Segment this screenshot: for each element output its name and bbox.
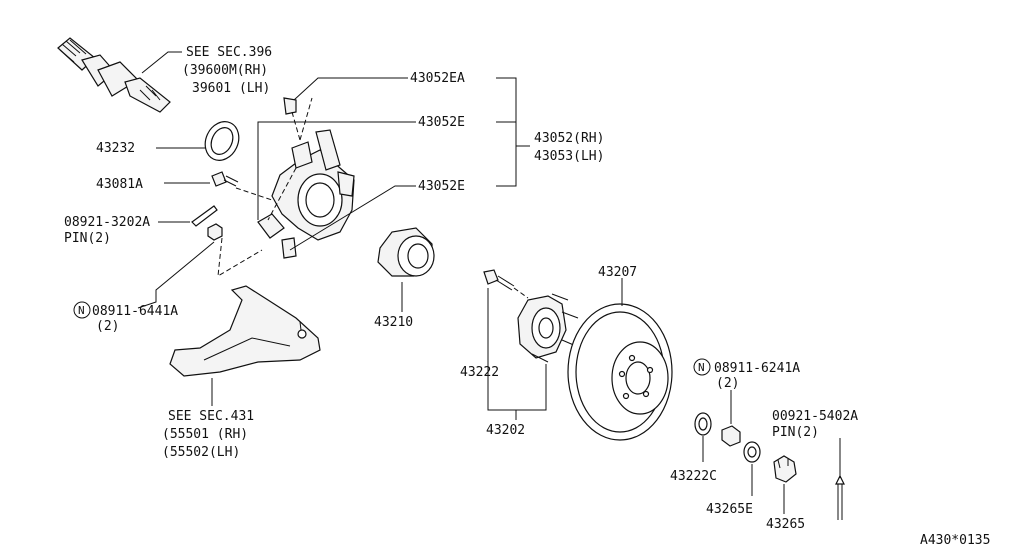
leader-43052ea [293,77,408,101]
castle-nut-43265 [773,455,797,483]
label-08921-3202a: 08921-3202A [64,215,150,230]
label-43052e-lower: 43052E [418,179,465,194]
disc-rotor-43207 [567,303,673,441]
leader-6441a [137,241,215,309]
label-08911-6241a: 08911-6241A [714,361,800,376]
label-43202: 43202 [486,423,525,438]
leader-396 [141,51,182,74]
label-39600m: (39600M(RH) [182,63,268,78]
hub-bolt-43222 [483,269,515,291]
label-43222c: 43222C [670,469,717,484]
bush-dash [299,97,313,141]
label-43052e-upper: 43052E [418,115,465,130]
label-43265: 43265 [766,517,805,532]
label-39601: 39601 (LH) [192,81,270,96]
n-circle-right [693,358,711,376]
label-43232: 43232 [96,141,135,156]
n-circle-left [73,301,91,319]
label-55501: (55501 (RH) [162,427,248,442]
nut-08911-6441a [207,223,223,241]
bolt-43081a [211,171,239,187]
label-43052-rh: 43052(RH) [534,131,604,146]
label-43081a: 43081A [96,177,143,192]
label-n-right: N [698,361,705,374]
label-qty-right: (2) [716,376,739,391]
label-43207: 43207 [598,265,637,280]
bracket-43052 [496,77,530,187]
label-ref-code: A430*0135 [920,533,990,548]
label-08911-6441a: 08911-6441A [92,304,178,319]
nut-08911-6241a [721,425,741,447]
leader-43052e-1 [257,121,416,220]
label-43222: 43222 [460,365,499,380]
bearing-43210 [377,227,435,277]
bracket-43202 [487,288,547,420]
hub-43202 [517,293,579,363]
knuckle [257,97,355,259]
label-n-left: N [78,304,85,317]
label-00921-5402a: 00921-5402A [772,409,858,424]
lower-arm [169,285,321,377]
oil-seal-43232 [204,121,240,161]
washer-43222c [694,412,712,436]
label-43053-lh: 43053(LH) [534,149,604,164]
label-43265e: 43265E [706,502,753,517]
label-43052ea: 43052EA [410,71,465,86]
cotter-pin-00921 [835,474,845,520]
label-pin2-left: PIN(2) [64,231,111,246]
label-55502: (55502(LH) [162,445,240,460]
label-see-sec-431: SEE SEC.431 [168,409,254,424]
pin-08921 [191,205,218,227]
label-43210: 43210 [374,315,413,330]
label-see-sec-396: SEE SEC.396 [186,45,272,60]
drive-shaft [57,37,171,113]
bolt-dash [513,287,529,299]
leader-43052e-2 [289,185,416,251]
label-qty-left: (2) [96,319,119,334]
washer-43265e [743,441,761,463]
label-pin2-right: PIN(2) [772,425,819,440]
